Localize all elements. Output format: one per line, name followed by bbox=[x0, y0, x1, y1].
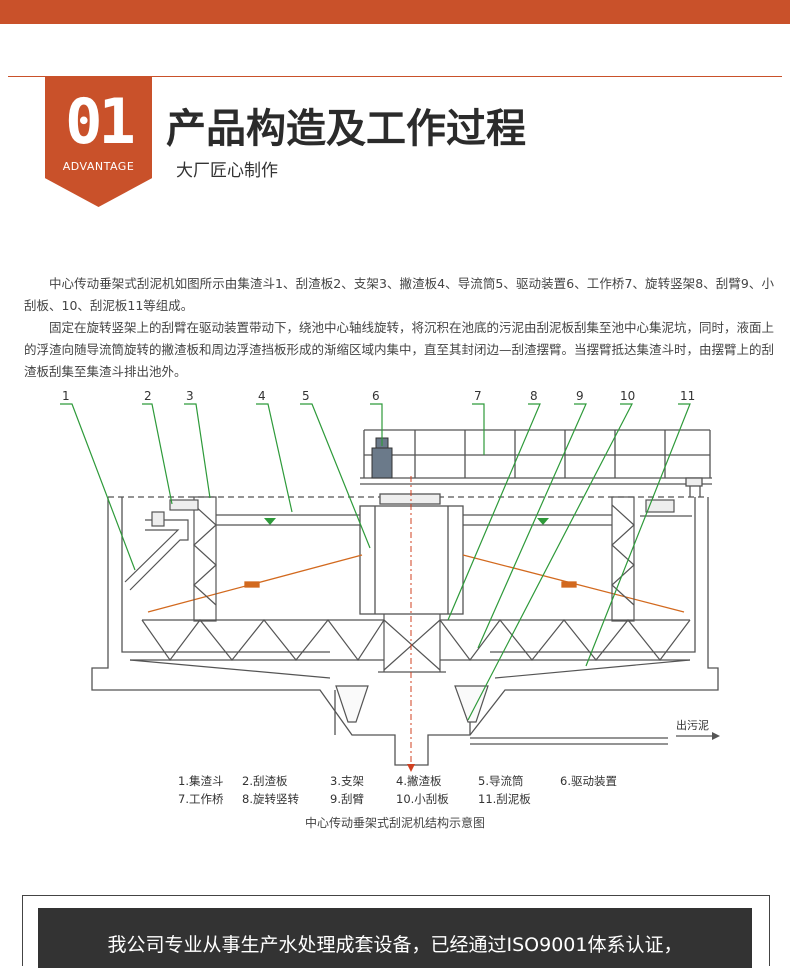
truss-arms bbox=[129, 619, 691, 679]
diagram-legend: 1.集渣斗 2.刮渣板 3.支架 4.撇渣板 5.导流筒 6.驱动装置 7.工作… bbox=[178, 774, 617, 806]
outlet-arrow-icon bbox=[712, 732, 720, 740]
footer-text: 我公司专业从事生产水处理成套设备，已经通过ISO9001体系认证， bbox=[107, 934, 683, 956]
callout-7: 7 bbox=[474, 389, 482, 403]
callout-leaders bbox=[60, 403, 691, 721]
legend-item: 3.支架 bbox=[330, 774, 364, 788]
legend-item: 7.工作桥 bbox=[178, 792, 224, 806]
legend-item: 5.导流筒 bbox=[478, 774, 523, 788]
outlet-label: 出污泥 bbox=[676, 718, 709, 732]
legend-item: 2.刮渣板 bbox=[242, 774, 288, 788]
support-tower-left bbox=[193, 496, 360, 622]
footer-frame bbox=[22, 895, 770, 966]
section-badge: 01 ADVANTAGE bbox=[45, 76, 152, 207]
water-level-markers bbox=[264, 518, 549, 525]
callout-numbers: 1 2 3 4 5 6 7 8 9 10 11 bbox=[62, 389, 695, 403]
callout-1: 1 bbox=[62, 389, 70, 403]
callout-9: 9 bbox=[576, 389, 584, 403]
support-tower-right bbox=[463, 496, 635, 622]
description-paragraph-2: 固定在旋转竖架上的刮臂在驱动装置带动下，绕池中心轴线旋转，将沉积在池底的污泥由刮… bbox=[24, 320, 775, 379]
legend-item: 10.小刮板 bbox=[396, 792, 449, 806]
callout-6: 6 bbox=[372, 389, 380, 403]
diagram-caption: 中心传动垂架式刮泥机结构示意图 bbox=[305, 815, 485, 830]
legend-item: 4.撇渣板 bbox=[396, 774, 442, 788]
legend-item: 6.驱动装置 bbox=[560, 774, 617, 788]
rotating-frame bbox=[378, 614, 446, 673]
callout-4: 4 bbox=[258, 389, 266, 403]
callout-2: 2 bbox=[144, 389, 152, 403]
work-bridge bbox=[360, 429, 712, 497]
callout-11: 11 bbox=[680, 389, 695, 403]
page-title: 产品构造及工作过程 bbox=[166, 106, 526, 152]
mud-hoppers bbox=[335, 685, 489, 723]
badge-number: 01 bbox=[65, 85, 136, 158]
description: 中心传动垂架式刮泥机如图所示由集渣斗1、刮渣板2、支架3、撇渣板4、导流筒5、驱… bbox=[24, 273, 774, 383]
header-rule bbox=[8, 76, 782, 77]
outlet-pipe bbox=[470, 735, 712, 745]
axis-arrow bbox=[407, 764, 415, 772]
callout-3: 3 bbox=[186, 389, 194, 403]
callout-5: 5 bbox=[302, 389, 310, 403]
badge-label: ADVANTAGE bbox=[62, 160, 135, 173]
legend-item: 9.刮臂 bbox=[330, 792, 364, 806]
page-subtitle: 大厂匠心制作 bbox=[176, 161, 278, 181]
scraper-arms bbox=[147, 554, 685, 613]
top-banner-bar bbox=[0, 0, 790, 24]
callout-8: 8 bbox=[530, 389, 538, 403]
legend-item: 8.旋转竖转 bbox=[242, 792, 299, 806]
structure-diagram: 出污泥 1 2 3 4 5 6 7 8 9 10 11 1.集渣斗 2.刮渣板 … bbox=[60, 389, 720, 830]
legend-item: 11.刮泥板 bbox=[478, 792, 531, 806]
scum-hopper bbox=[124, 499, 692, 591]
center-cylinder bbox=[359, 493, 464, 615]
description-paragraph-1: 中心传动垂架式刮泥机如图所示由集渣斗1、刮渣板2、支架3、撇渣板4、导流筒5、驱… bbox=[24, 276, 774, 313]
callout-10: 10 bbox=[620, 389, 635, 403]
legend-item: 1.集渣斗 bbox=[178, 774, 223, 788]
